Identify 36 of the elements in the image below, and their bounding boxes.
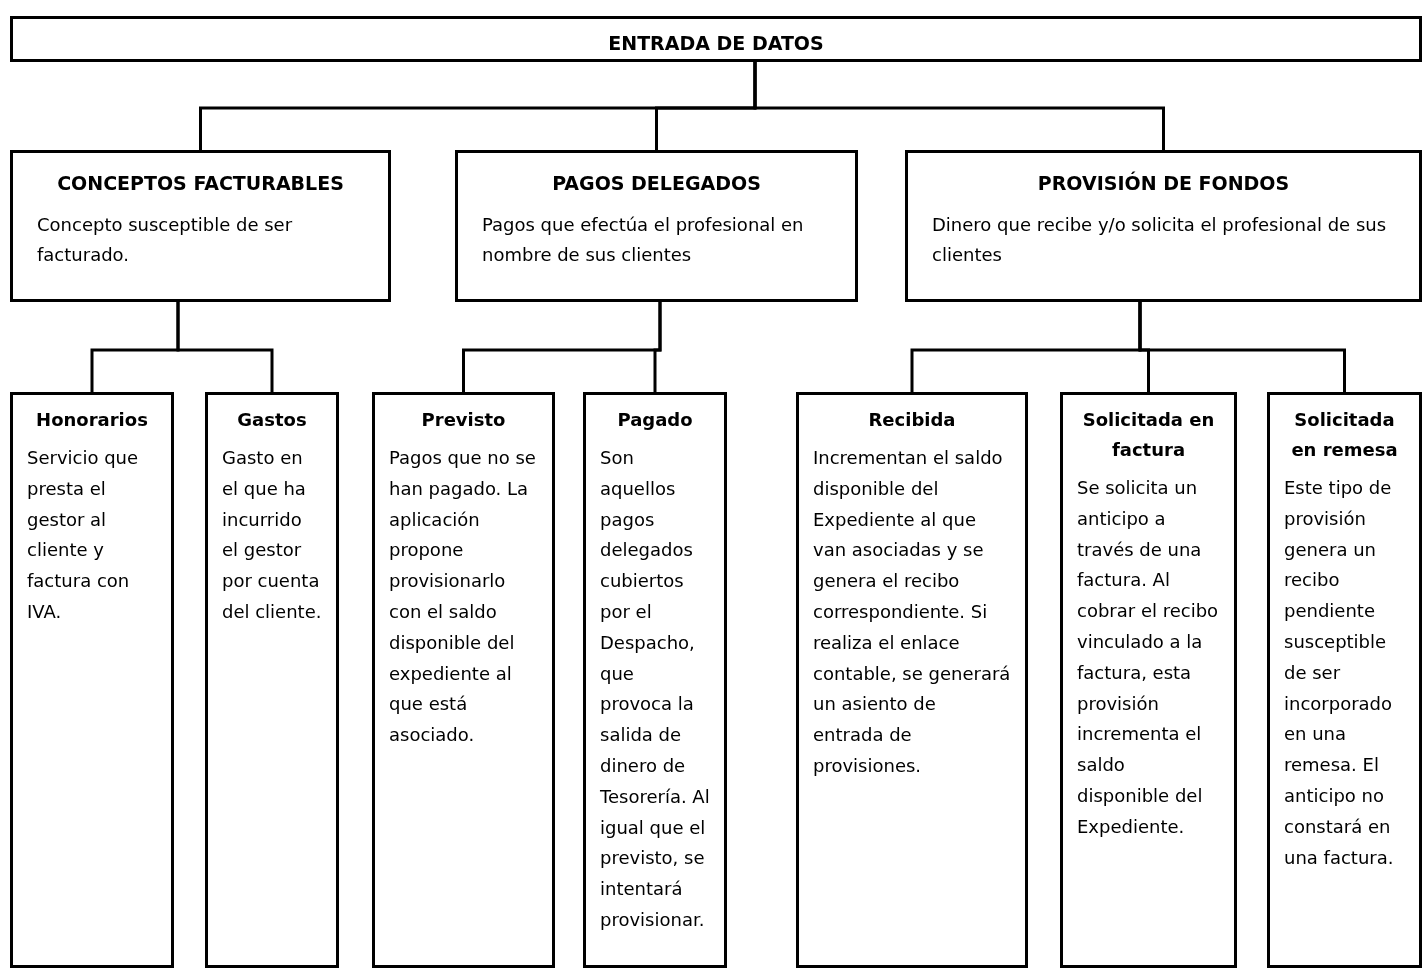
box-heading: ENTRADA DE DATOS	[608, 30, 824, 56]
category-box	[1060, 392, 1237, 968]
box-heading: Recibida	[867, 408, 957, 432]
category-box	[372, 392, 555, 968]
category-box	[455, 150, 858, 302]
connector-line	[1138, 302, 1346, 392]
box-description: Dinero que recibe y/o solicita el profesional de sus clientes	[932, 212, 1388, 267]
box-heading: Pagado	[616, 408, 694, 432]
connector-line	[653, 302, 662, 392]
category-box	[905, 150, 1422, 302]
connector-line	[176, 302, 274, 392]
box-description: Servicio que presta el gestor al cliente y factura con IVA.	[27, 446, 140, 624]
box-description: Este tipo de provisión genera un recibo pendiente susceptible de ser incorporado en una remesa. El anticipo no constará en una factura.	[1284, 476, 1395, 870]
category-box	[583, 392, 727, 968]
box-heading: Solicitada en remesa	[1290, 408, 1399, 462]
box-description: Incrementan el saldo disponible del Expediente al que van asociadas y se genera el recibo correspondiente. Si realiza el enlace contable, se generará un asiento de entrada de provisiones.	[813, 446, 1011, 778]
box-heading: CONCEPTOS FACTURABLES	[56, 171, 345, 196]
category-box	[1267, 392, 1422, 968]
category-box	[796, 392, 1028, 968]
box-description: Pagos que no se han pagado. La aplicación propone provisionarlo con el saldo disponible del expediente al que está asociado.	[389, 446, 537, 748]
root-box	[10, 16, 1422, 62]
box-heading: Previsto	[420, 408, 507, 432]
box-description: Son aquellos pagos delegados cubiertos por el Despacho, que provoca la salida de dinero de Tesorería. Al igual que el previsto, se intentará provisionar.	[600, 446, 710, 932]
category-box	[10, 150, 391, 302]
box-heading: PAGOS DELEGADOS	[551, 171, 762, 196]
box-heading: Solicitada en factura	[1081, 408, 1216, 462]
category-box	[10, 392, 174, 968]
box-heading: Honorarios	[35, 408, 149, 432]
box-heading: PROVISIÓN DE FONDOS	[1036, 170, 1291, 196]
connector-line	[753, 62, 1165, 150]
box-description: Pagos que efectúa el profesional en nombre de sus clientes	[482, 212, 805, 267]
box-description: Se solicita un anticipo a través de una factura. Al cobrar el recibo vinculado a la factura, esta provisión incrementa el saldo disponible del Expediente.	[1077, 476, 1220, 839]
box-description: Concepto susceptible de ser facturado.	[37, 212, 294, 267]
box-heading: Gastos	[236, 408, 308, 432]
box-description: Gasto en el que ha incurrido el gestor por cuenta del cliente.	[222, 446, 322, 624]
category-box	[205, 392, 339, 968]
